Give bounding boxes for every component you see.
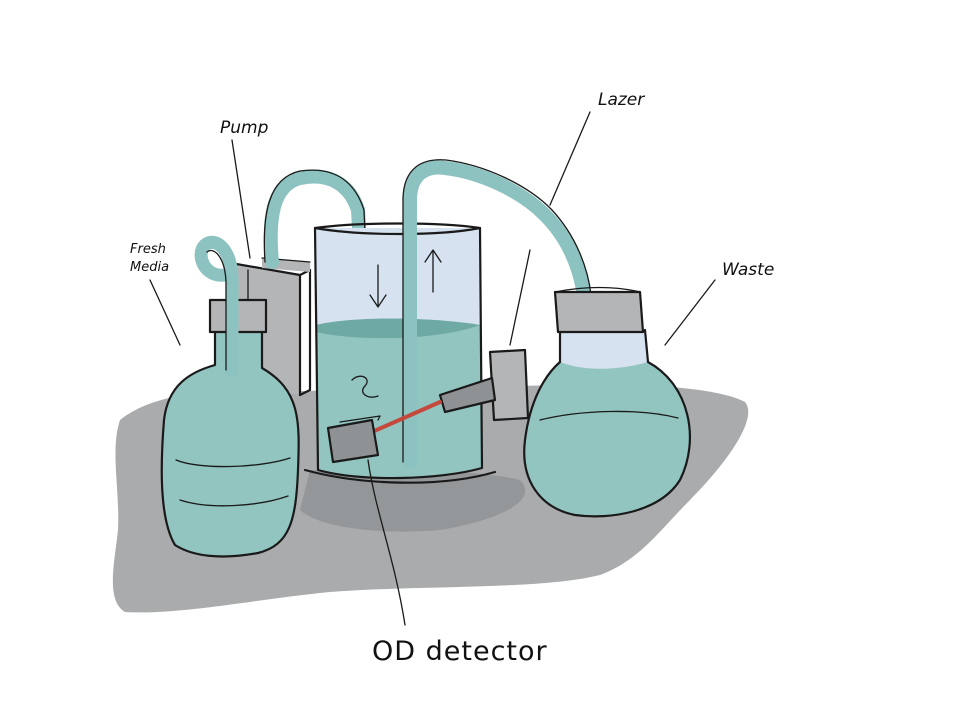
lazer-leader-lower <box>510 250 530 345</box>
waste-leader <box>665 280 715 345</box>
waste-flask <box>524 288 690 517</box>
fresh-media-label-line2: Media <box>130 260 169 275</box>
pump-leader <box>232 140 250 258</box>
lazer-label: Lazer <box>598 90 645 110</box>
fresh-media-leader <box>150 280 180 345</box>
fresh-media-label-line1: Fresh <box>130 242 166 257</box>
lazer-leader <box>550 112 590 205</box>
pump-label: Pump <box>220 118 269 138</box>
waste-label: Waste <box>722 260 774 280</box>
od-detector-label: OD detector <box>372 636 548 667</box>
